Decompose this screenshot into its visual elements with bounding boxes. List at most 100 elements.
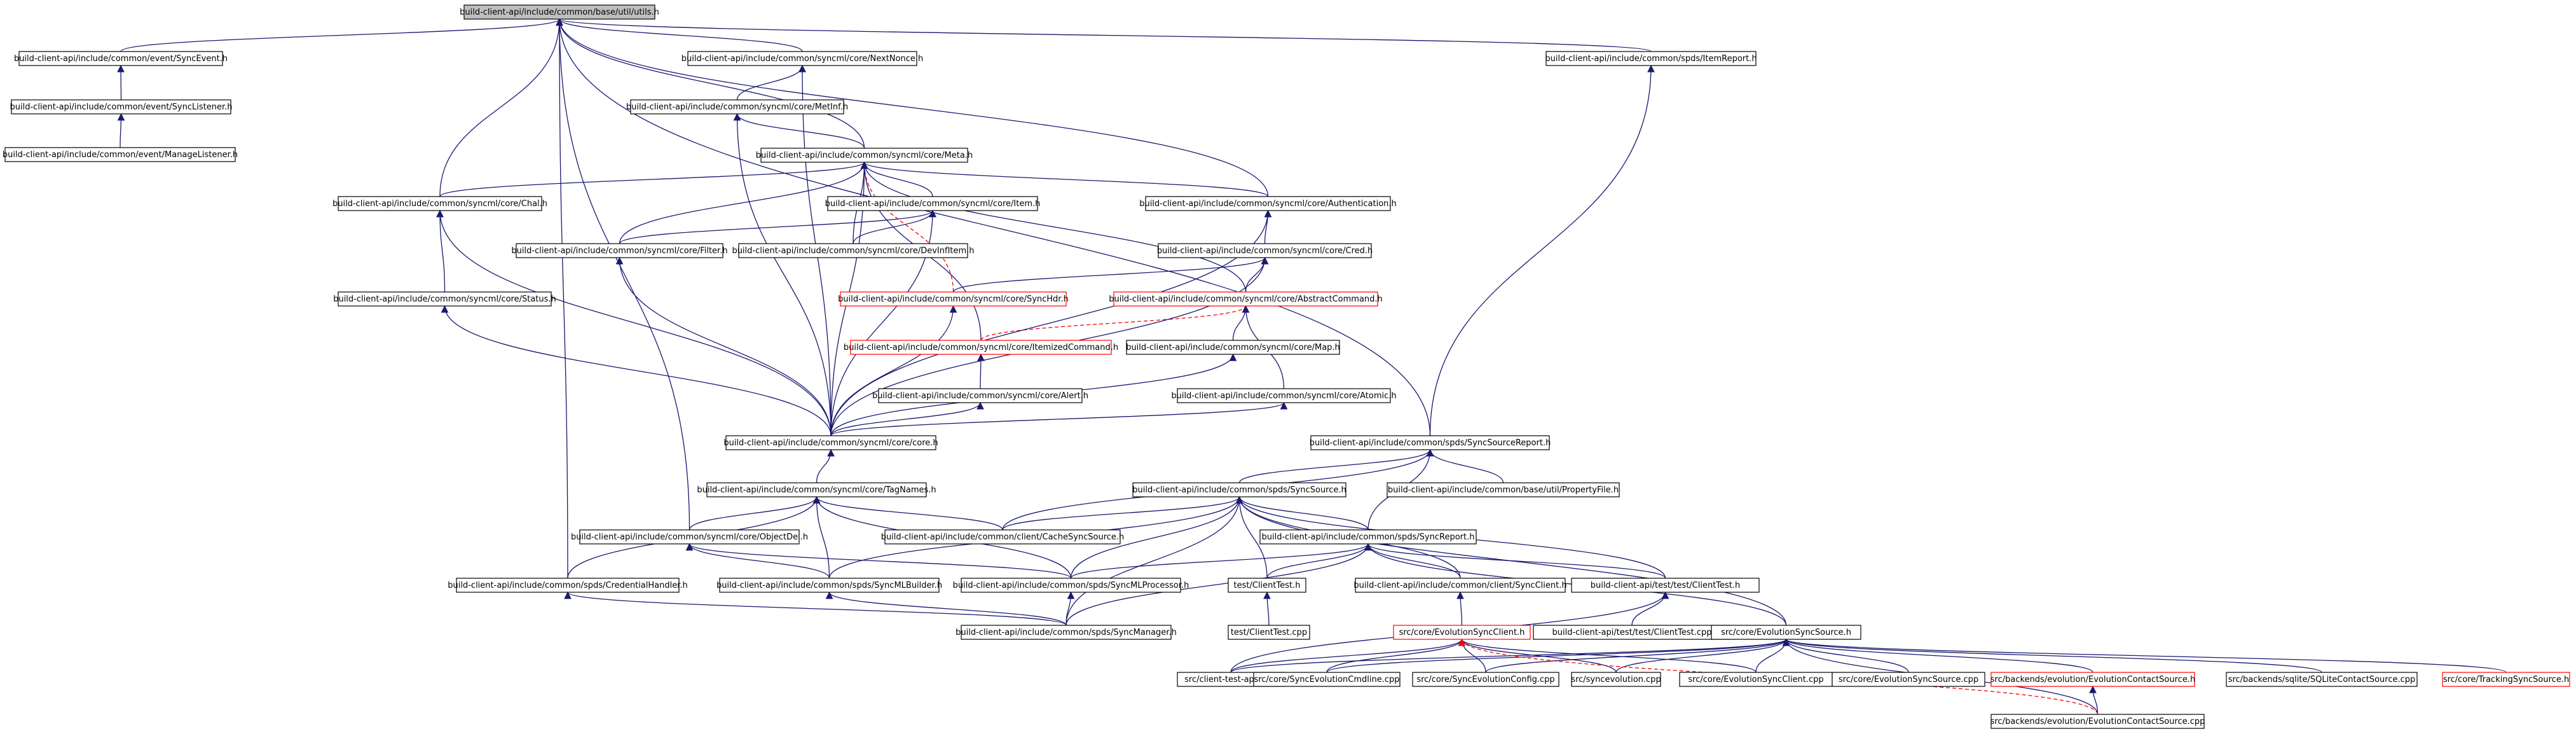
graph-node-bcatclienttest_cpp[interactable]: build-client-api/test/test/ClientTest.cp… bbox=[1533, 625, 1731, 640]
edge-core-to-alert bbox=[830, 401, 984, 436]
graph-node-syncreport[interactable]: build-client-api/include/common/spds/Syn… bbox=[1259, 529, 1477, 545]
graph-node-synclistener[interactable]: build-client-api/include/common/event/Sy… bbox=[10, 99, 233, 115]
graph-node-evosyncsource_h[interactable]: src/core/EvolutionSyncSource.h bbox=[1711, 625, 1861, 640]
graph-node-evocontact_h[interactable]: src/backends/evolution/EvolutionContactS… bbox=[1990, 672, 2195, 687]
node-label: build-client-api/include/common/spds/Syn… bbox=[1262, 532, 1475, 542]
graph-node-cred[interactable]: build-client-api/include/common/syncml/c… bbox=[1157, 243, 1373, 258]
edge-objectdel-to-utils bbox=[556, 18, 690, 531]
node-label: build-client-api/test/test/ClientTest.h bbox=[1591, 581, 1741, 590]
edge-clienttestapp-to-evosyncclient_h bbox=[1230, 638, 1466, 673]
node-label: src/backends/evolution/EvolutionContactS… bbox=[1990, 717, 2205, 726]
edge-credentialhandler-to-utils bbox=[556, 18, 568, 579]
node-label: build-client-api/include/common/syncml/c… bbox=[844, 343, 1118, 352]
edge-tagnames-to-core bbox=[816, 448, 835, 483]
graph-node-sqlite[interactable]: src/backends/sqlite/SQLiteContactSource.… bbox=[2226, 672, 2418, 687]
edge-itemizedcommand-to-abstractcommand bbox=[980, 305, 1250, 341]
graph-node-syncsourcereport[interactable]: build-client-api/include/common/spds/Syn… bbox=[1310, 435, 1551, 450]
graph-node-bcatclienttest_h[interactable]: build-client-api/test/test/ClientTest.h bbox=[1571, 578, 1760, 593]
graph-node-itemreport[interactable]: build-client-api/include/common/spds/Ite… bbox=[1545, 51, 1757, 66]
edge-syncmlbuilder-to-tagnames bbox=[812, 496, 830, 579]
node-label: build-client-api/include/common/syncml/c… bbox=[756, 151, 973, 160]
node-box bbox=[1990, 714, 2205, 729]
graph-node-evosyncsource_cpp[interactable]: src/core/EvolutionSyncSource.cpp bbox=[1832, 672, 1985, 687]
graph-node-credentialhandler[interactable]: build-client-api/include/common/spds/Cre… bbox=[448, 578, 688, 593]
edge-clienttest_cpp-to-clienttest_h bbox=[1263, 591, 1271, 626]
edge-bcatclienttest_h-to-syncreport bbox=[1364, 543, 1666, 579]
node-box bbox=[1990, 672, 2195, 687]
graph-node-nextnonce[interactable]: build-client-api/include/common/syncml/c… bbox=[682, 51, 924, 66]
edge-clienttest_h-to-syncreport bbox=[1266, 543, 1372, 579]
node-box bbox=[2226, 672, 2418, 687]
graph-node-clienttest_cpp[interactable]: test/ClientTest.cpp bbox=[1228, 625, 1310, 640]
edge-objectdel-to-tagnames bbox=[689, 496, 821, 531]
graph-node-metinf[interactable]: build-client-api/include/common/syncml/c… bbox=[626, 99, 848, 115]
graph-node-atomic[interactable]: build-client-api/include/common/syncml/c… bbox=[1171, 388, 1397, 403]
node-box bbox=[1412, 672, 1559, 687]
edge-sqlite-to-evosyncsource_h bbox=[1782, 638, 2322, 673]
node-box bbox=[18, 51, 223, 66]
graph-node-managelistener[interactable]: build-client-api/include/common/event/Ma… bbox=[3, 147, 238, 162]
graph-node-tracking[interactable]: src/core/TrackingSyncSource.h bbox=[2442, 672, 2570, 687]
edge-syncmanager-to-syncreport bbox=[1065, 543, 1372, 626]
graph-node-chal[interactable]: build-client-api/include/common/syncml/c… bbox=[332, 196, 547, 211]
graph-node-evosyncclient_cpp[interactable]: src/core/EvolutionSyncClient.cpp bbox=[1679, 672, 1833, 687]
graph-node-syncmlbuilder[interactable]: build-client-api/include/common/spds/Syn… bbox=[716, 578, 942, 593]
node-box bbox=[1177, 388, 1391, 403]
graph-node-core[interactable]: build-client-api/include/common/syncml/c… bbox=[723, 435, 938, 450]
graph-node-syncevent[interactable]: build-client-api/include/common/event/Sy… bbox=[14, 51, 228, 66]
graph-node-synchdr[interactable]: build-client-api/include/common/syncml/c… bbox=[838, 291, 1069, 307]
graph-node-status[interactable]: build-client-api/include/common/syncml/c… bbox=[333, 291, 556, 307]
graph-node-syncmlprocessor[interactable]: build-client-api/include/common/spds/Syn… bbox=[953, 578, 1189, 593]
node-box bbox=[725, 435, 936, 450]
graph-node-item[interactable]: build-client-api/include/common/syncml/c… bbox=[825, 196, 1041, 211]
node-label: src/core/SyncEvolutionConfig.cpp bbox=[1416, 675, 1554, 684]
graph-node-objectdel[interactable]: build-client-api/include/common/syncml/c… bbox=[571, 529, 808, 545]
graph-node-evosyncclient_h[interactable]: src/core/EvolutionSyncClient.h bbox=[1393, 625, 1531, 640]
graph-node-syncclient[interactable]: build-client-api/include/common/client/S… bbox=[1353, 578, 1567, 593]
node-box bbox=[1259, 529, 1477, 545]
graph-node-evocontact_cpp[interactable]: src/backends/evolution/EvolutionContactS… bbox=[1990, 714, 2205, 729]
edge-core-to-status bbox=[441, 305, 832, 436]
graph-node-map[interactable]: build-client-api/include/common/syncml/c… bbox=[1126, 340, 1340, 355]
graph-node-alert[interactable]: build-client-api/include/common/syncml/c… bbox=[872, 388, 1088, 403]
graph-node-filter[interactable]: build-client-api/include/common/syncml/c… bbox=[511, 243, 728, 258]
node-label: src/core/EvolutionSyncClient.h bbox=[1399, 628, 1525, 637]
graph-node-tagnames[interactable]: build-client-api/include/common/syncml/c… bbox=[697, 482, 936, 497]
graph-node-propertyfile[interactable]: build-client-api/include/common/base/uti… bbox=[1387, 482, 1620, 497]
node-label: src/core/EvolutionSyncSource.cpp bbox=[1839, 675, 1978, 684]
graph-node-devinfitem[interactable]: build-client-api/include/common/syncml/c… bbox=[732, 243, 975, 258]
graph-node-syncsource[interactable]: build-client-api/include/common/spds/Syn… bbox=[1132, 482, 1346, 497]
graph-node-clienttest_h[interactable]: test/ClientTest.h bbox=[1228, 578, 1306, 593]
node-label: build-client-api/include/common/syncml/c… bbox=[723, 438, 938, 448]
graph-node-meta[interactable]: build-client-api/include/common/syncml/c… bbox=[756, 148, 973, 163]
edge-syncevolution-to-evosyncclient_h bbox=[1458, 638, 1617, 673]
graph-node-authentication[interactable]: build-client-api/include/common/syncml/c… bbox=[1139, 196, 1397, 211]
edge-syncmlprocessor-to-objectdel bbox=[685, 543, 1072, 579]
node-box bbox=[2442, 672, 2570, 687]
graph-node-config[interactable]: src/core/SyncEvolutionConfig.cpp bbox=[1412, 672, 1559, 687]
node-label: src/syncevolution.cpp bbox=[1571, 675, 1661, 684]
edge-syncmlprocessor-to-syncsource bbox=[1070, 496, 1243, 579]
graph-node-syncevolution[interactable]: src/syncevolution.cpp bbox=[1571, 672, 1661, 687]
node-box bbox=[1126, 340, 1340, 355]
nodes-layer: build-client-api/include/common/base/uti… bbox=[3, 4, 2570, 729]
node-label: build-client-api/include/common/syncml/c… bbox=[682, 54, 924, 64]
graph-node-abstractcommand[interactable]: build-client-api/include/common/syncml/c… bbox=[1109, 291, 1383, 307]
node-box bbox=[1113, 291, 1378, 307]
node-box bbox=[1145, 196, 1391, 211]
graph-node-syncmanager[interactable]: build-client-api/include/common/spds/Syn… bbox=[956, 625, 1177, 640]
node-box bbox=[1545, 51, 1757, 66]
node-label: build-client-api/include/common/syncml/c… bbox=[838, 295, 1069, 304]
graph-node-itemizedcommand[interactable]: build-client-api/include/common/syncml/c… bbox=[844, 340, 1118, 355]
graph-node-cachesyncsource[interactable]: build-client-api/include/common/client/C… bbox=[881, 529, 1125, 545]
node-box bbox=[1158, 243, 1372, 258]
node-label: build-client-api/include/common/syncml/c… bbox=[1109, 295, 1383, 304]
graph-node-utils[interactable]: build-client-api/include/common/base/uti… bbox=[460, 4, 659, 20]
edge-core-to-atomic bbox=[830, 401, 1288, 436]
edge-syncsourcereport-to-itemreport bbox=[1429, 64, 1655, 436]
node-box bbox=[630, 99, 844, 115]
node-box bbox=[827, 196, 1038, 211]
edge-evosyncclient_cpp-to-evosyncclient_h bbox=[1458, 638, 1757, 673]
graph-node-cmdline[interactable]: src/core/SyncEvolutionCmdline.cpp bbox=[1253, 672, 1401, 687]
